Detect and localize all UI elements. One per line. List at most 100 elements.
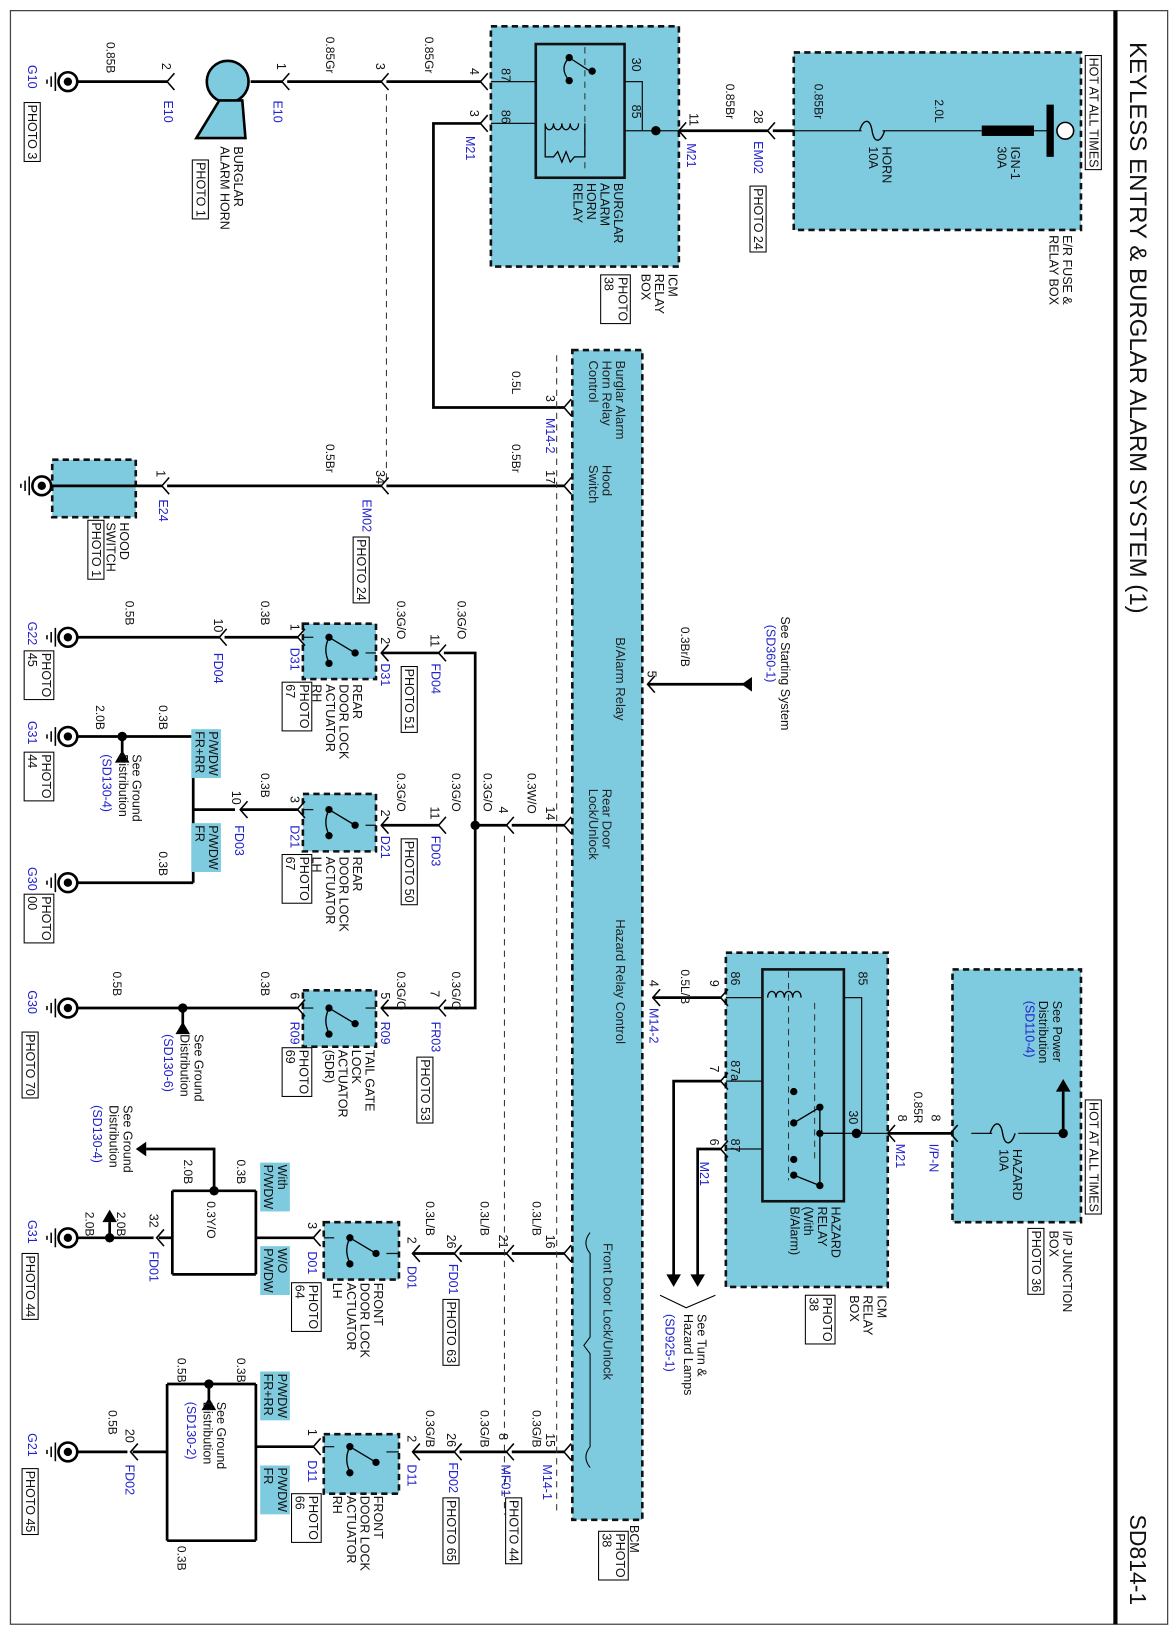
text-line: 2 xyxy=(404,1237,418,1244)
text-line: BOX xyxy=(847,1295,861,1322)
see-ground-ref: (SD130-2) xyxy=(184,1402,198,1460)
pin-group: 8 xyxy=(496,1433,510,1440)
photo-box xyxy=(23,751,55,802)
text-line: With xyxy=(275,1165,289,1190)
text-line: P/WDW xyxy=(275,1374,289,1419)
photo-box xyxy=(1084,55,1102,171)
photo-box xyxy=(23,650,55,701)
text-line: FD01 xyxy=(446,1264,460,1295)
fuse-icon xyxy=(989,1123,1016,1144)
text-line: 67 xyxy=(283,857,297,871)
text-line: PHOTO 1 xyxy=(193,162,207,217)
wire-spec: 0.3L/B xyxy=(530,1201,544,1236)
connector-id: M14-2 xyxy=(543,418,557,454)
text-line: 0.3G/B xyxy=(530,1410,544,1447)
text-line: B/Alarm Relay xyxy=(613,637,628,721)
ground-dot xyxy=(63,633,73,642)
connector-id-group: EM02 xyxy=(751,141,765,174)
text-line: (SD130-4) xyxy=(90,1105,104,1163)
text-line: 4 xyxy=(496,806,510,813)
ground-icon xyxy=(46,872,79,894)
text-line: P/WDW xyxy=(206,731,220,776)
wire-spec-group: 0.3G/O xyxy=(394,601,408,640)
wire-spec-group: 0.3B xyxy=(258,773,272,798)
text-line: DOOR LOCK xyxy=(357,1283,371,1359)
ground-id-group: G10 xyxy=(25,65,39,89)
ground-dot xyxy=(63,1233,73,1242)
see-ground-label-group: See GroundDistribution xyxy=(178,1034,206,1102)
junction-dot xyxy=(209,1186,219,1196)
bcm-func-hood-group: HoodSwitch xyxy=(586,465,615,503)
connector-id: FD01 xyxy=(146,1251,160,1282)
ground-id: G22 xyxy=(25,622,39,646)
wire-spec-group: 0.85Gr xyxy=(422,37,436,74)
ground-icon xyxy=(46,997,79,1019)
wire-spec: 0.3B xyxy=(258,773,272,798)
photo-label: PHOTO69 xyxy=(283,1050,311,1095)
text-line: PHOTO xyxy=(39,754,53,799)
pin: 2 xyxy=(159,63,173,70)
junction-dot xyxy=(178,1003,188,1013)
connector-id-group: R09 xyxy=(287,1022,301,1045)
photo-label-group: PHOTO 44 xyxy=(505,1497,523,1565)
connector-id-group: D01 xyxy=(404,1266,418,1289)
text-line: ALARM xyxy=(598,183,612,226)
photo-label: PHOTO00 xyxy=(25,896,53,941)
option-highlight xyxy=(191,729,221,779)
text-line: See Ground xyxy=(191,1034,205,1102)
pin: 2 xyxy=(404,1237,418,1244)
contact-dot xyxy=(790,1171,798,1179)
text-line: 38 xyxy=(806,1297,820,1311)
text-line: DOOR LOCK xyxy=(336,684,350,760)
text-line: 2.0B xyxy=(83,1212,97,1237)
contact-dot xyxy=(816,1129,824,1138)
connector-id: FD02 xyxy=(446,1462,460,1493)
connector-id: MF01 xyxy=(498,1464,512,1496)
wire-spec-group: 0.3Br/B xyxy=(678,627,692,667)
text-line: (5DR) xyxy=(322,1050,336,1083)
photo-box xyxy=(23,893,55,944)
icm-relay-box-label-group: ICMRELAYBOX xyxy=(847,1295,888,1336)
tailgate-actuator xyxy=(301,988,378,1048)
photo-box xyxy=(598,1530,629,1581)
ground-dot xyxy=(63,77,73,86)
connector-id-group: M21 xyxy=(697,1162,711,1186)
text-line: ALARM HORN xyxy=(217,146,231,229)
text-line: HAZARD xyxy=(828,1206,842,1257)
pin: 85 xyxy=(629,105,643,119)
text-line: FRONT xyxy=(371,1496,385,1539)
text-line: 87 xyxy=(498,68,512,82)
photo-label: PHOTO 53 xyxy=(418,1059,432,1121)
ground-bars xyxy=(46,873,57,893)
fuse-hazard-label: HAZARD10A xyxy=(996,1149,1024,1200)
wire-spec: 0.3G/O xyxy=(449,773,463,812)
text-line: 26 xyxy=(444,1235,458,1249)
connector-icon xyxy=(719,988,729,1007)
wire-spec-group: 0.3B xyxy=(258,601,272,626)
pin: 8 xyxy=(895,1115,909,1122)
burglar-alarm-horn-label-group: BURGLARALARM HORN xyxy=(217,146,245,229)
wire-spec-group: 0.3G/O xyxy=(449,773,463,812)
junction-dot xyxy=(204,1379,214,1389)
connector-id: FD02 xyxy=(122,1464,136,1495)
pin: 21 xyxy=(496,1235,510,1249)
ground-id: G10 xyxy=(25,65,39,89)
text-line: M21 xyxy=(893,1144,907,1168)
see-turn-ref: (SD925-1) xyxy=(662,1314,676,1372)
text-line: 30A xyxy=(994,146,1008,169)
connector-id: FD03 xyxy=(232,825,246,856)
pin-group: 87a xyxy=(728,1060,742,1081)
text-line: PHOTO 51 xyxy=(402,669,416,731)
hazard-relay-label-group: HAZARDRELAY(WithB/Alarm) xyxy=(788,1206,843,1257)
text-line: DOOR LOCK xyxy=(336,857,350,933)
photo-label-group: PHOTO 1 xyxy=(191,159,209,220)
text-line: EM02 xyxy=(359,499,373,532)
text-line: PHOTO 3 xyxy=(25,105,39,160)
see-ground-ref: (SD130-4) xyxy=(90,1105,104,1163)
ground-icon xyxy=(20,475,53,497)
text-line: ACTUATOR xyxy=(323,857,337,925)
connector-id: D01 xyxy=(404,1266,418,1289)
photo-label-group: PHOTO67 xyxy=(281,853,313,904)
pin-group: 5 xyxy=(645,671,659,678)
text-line: 4 xyxy=(467,68,481,75)
